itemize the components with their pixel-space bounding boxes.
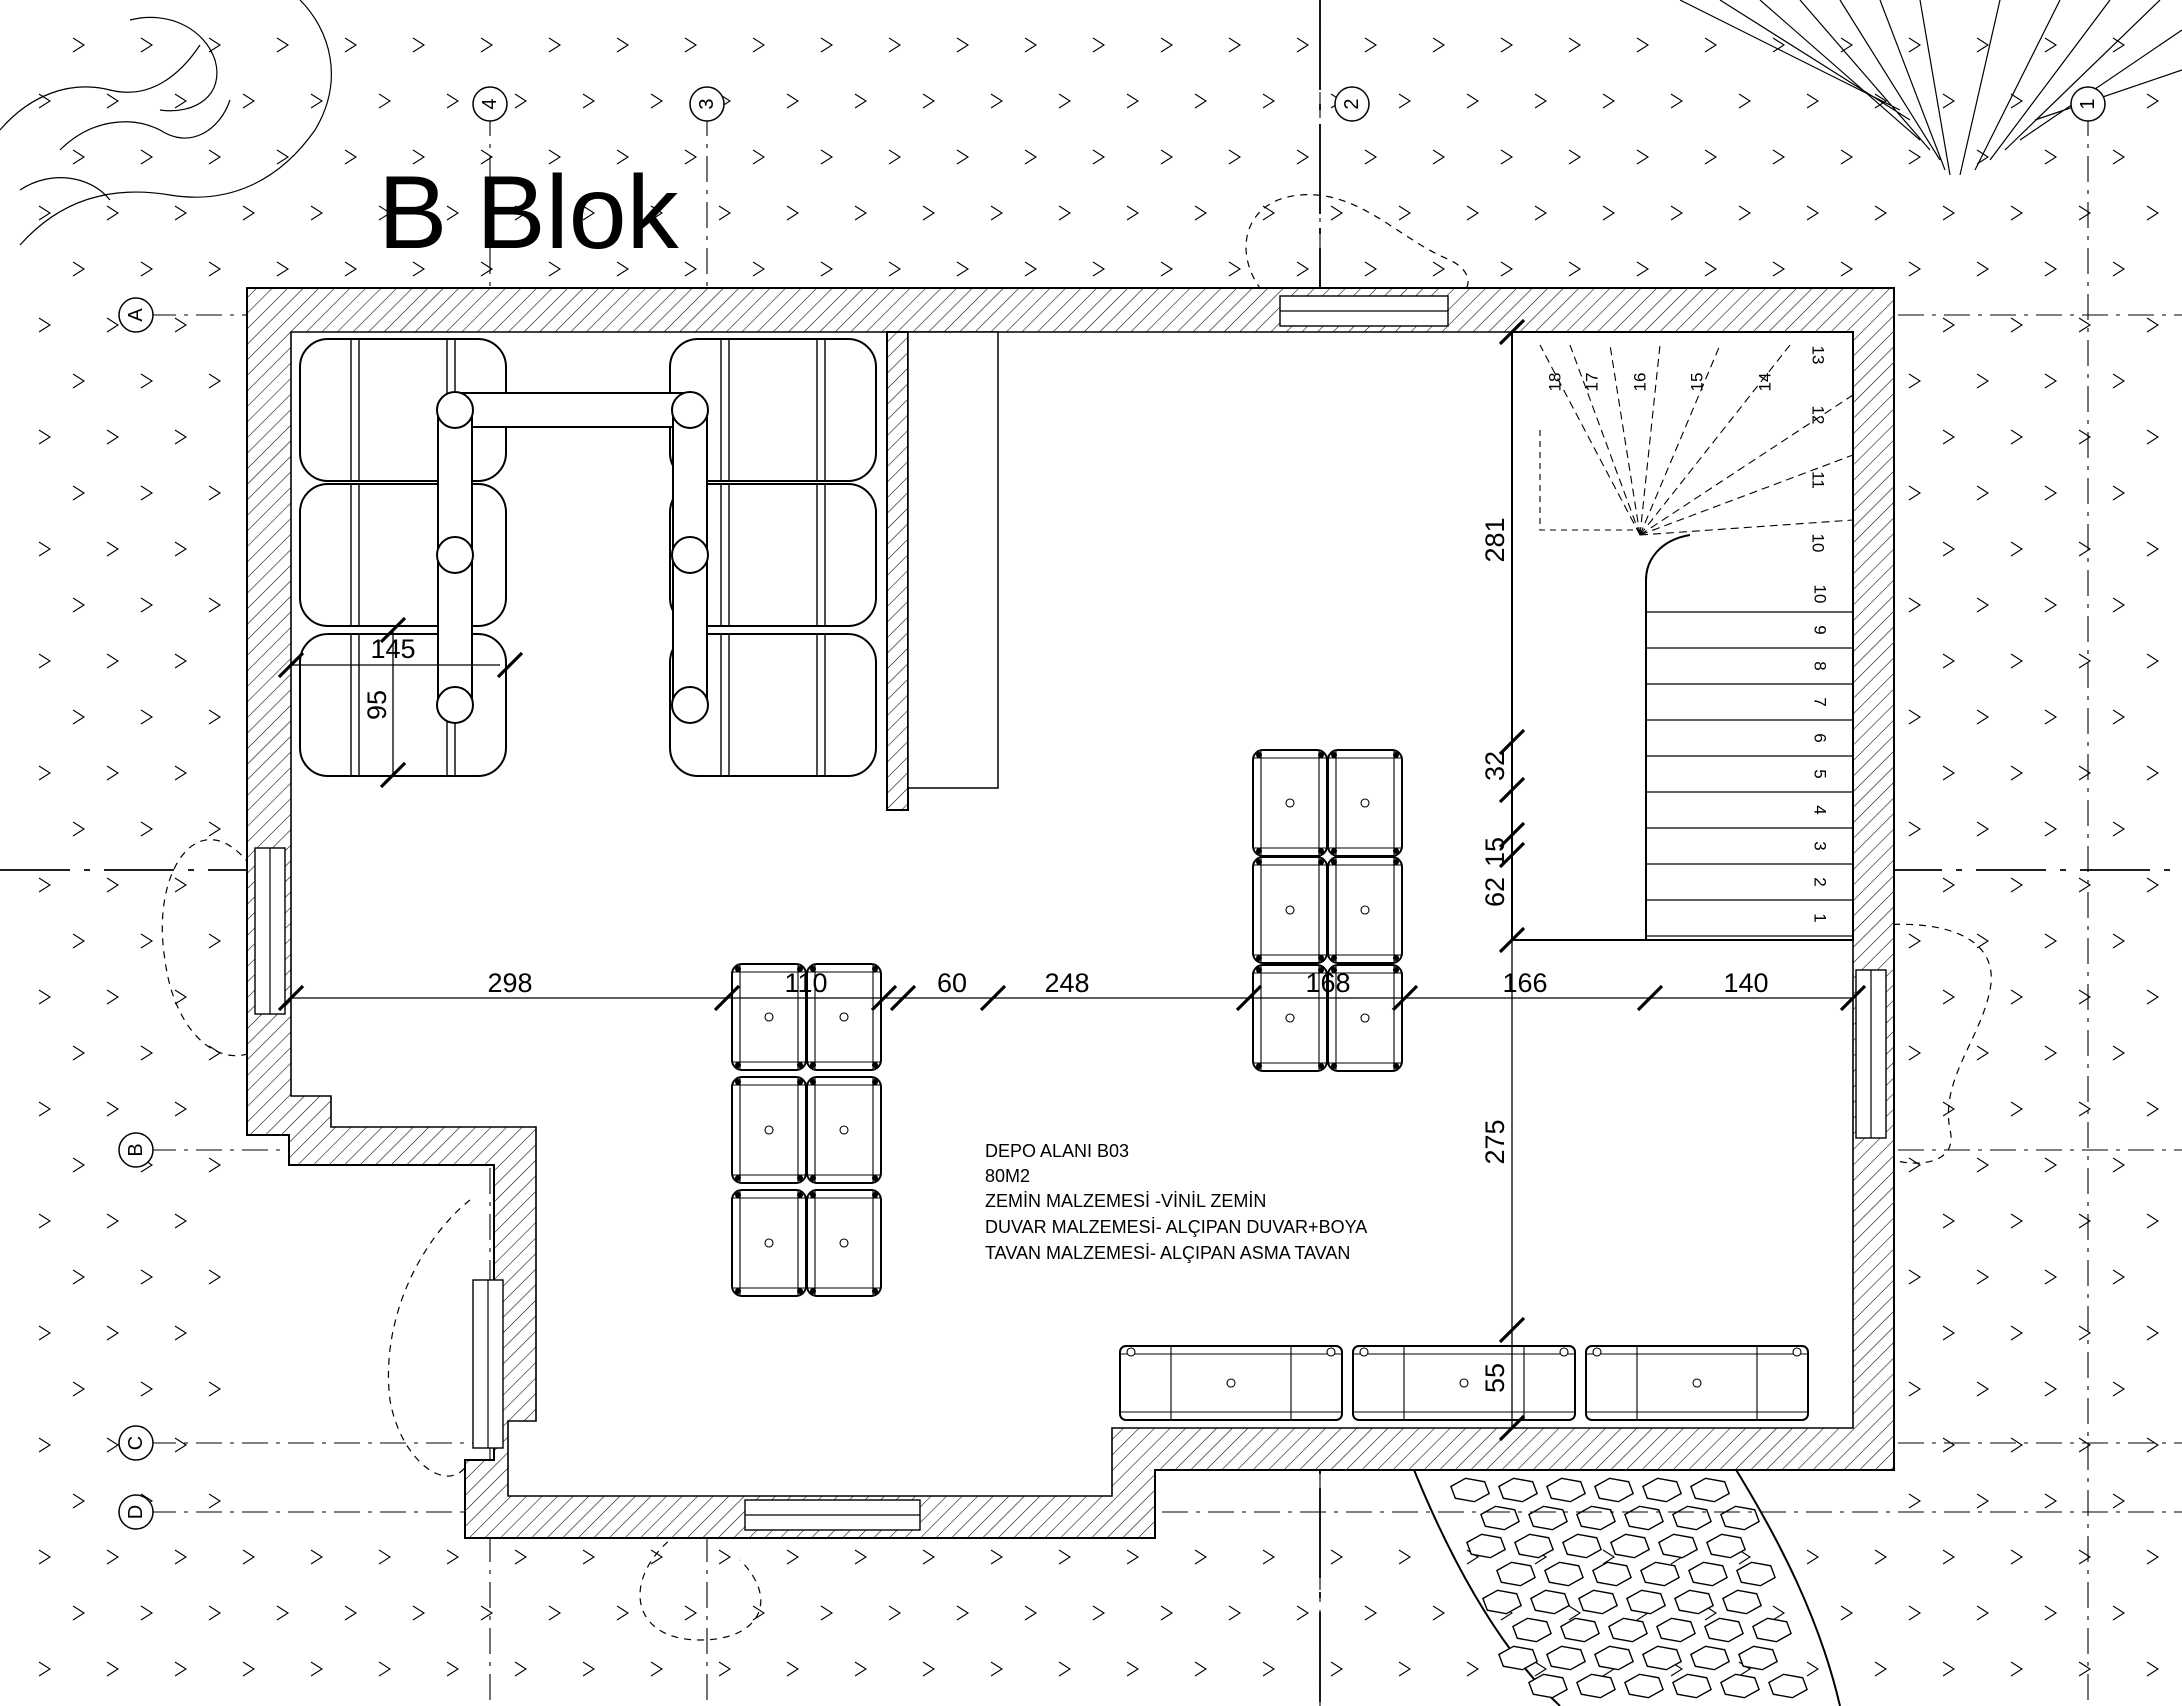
- stone-path: [1409, 1459, 1841, 1706]
- grid-bubble-1: 1: [2070, 86, 2106, 122]
- stair-step-number: 15: [1688, 373, 1707, 392]
- stair-step-number: 17: [1583, 373, 1602, 392]
- grid-bubble-A: A: [118, 297, 154, 333]
- meeting-chair: [669, 483, 877, 627]
- grid-label-3: 3: [696, 98, 718, 109]
- grid-bubble-4: 4: [472, 86, 508, 122]
- stacked-chair: [1327, 749, 1403, 857]
- dim-110: 110: [784, 968, 827, 998]
- stair-step-number: 7: [1811, 697, 1830, 706]
- stair-step-number: 10: [1811, 585, 1830, 604]
- stair-step-number: 4: [1811, 805, 1830, 814]
- planting-outlines: [161, 194, 1992, 1641]
- stair-step-number: 13: [1809, 346, 1828, 365]
- stacked-chair: [1585, 1345, 1809, 1421]
- grid-bubble-3: 3: [689, 86, 725, 122]
- grid-label-A: A: [125, 308, 147, 322]
- dim-32: 32: [1480, 751, 1510, 781]
- landscape-tree: [1679, 0, 2182, 176]
- meeting-table-group: [299, 338, 877, 777]
- meeting-chair: [669, 633, 877, 777]
- stair-step-number: 8: [1811, 661, 1830, 670]
- dim-15: 15: [1480, 837, 1510, 867]
- stair-step-number: 1: [1811, 913, 1830, 922]
- room-area: 80M2: [985, 1166, 1030, 1186]
- stair-step-number: 11: [1809, 471, 1828, 489]
- grid-label-C: C: [125, 1436, 147, 1450]
- floor-material: ZEMİN MALZEMESİ -VİNİL ZEMİN: [985, 1191, 1266, 1211]
- dim-166: 166: [1502, 968, 1547, 998]
- stacked-chair: [731, 1076, 807, 1184]
- room-note: DEPO ALANI B03 80M2 ZEMİN MALZEMESİ -VİN…: [985, 1141, 1367, 1263]
- grid-label-2: 2: [1341, 98, 1363, 109]
- stacked-chair: [1252, 749, 1328, 857]
- dim-95: 95: [362, 690, 392, 720]
- dimension-lines: [277, 318, 1867, 1442]
- stair-step-number: 18: [1546, 373, 1565, 392]
- stair-step-number: 9: [1811, 625, 1830, 634]
- stair-step-number: 16: [1631, 373, 1650, 392]
- meeting-chair: [299, 483, 507, 627]
- grid-label-1: 1: [2077, 98, 2099, 109]
- grid-bubble-2: 2: [1334, 86, 1370, 122]
- stair-step-number: 3: [1811, 841, 1830, 850]
- room-name: DEPO ALANI B03: [985, 1141, 1129, 1161]
- stacked-chair: [1119, 1345, 1343, 1421]
- stair-step-number: 10: [1809, 534, 1828, 553]
- dim-55: 55: [1480, 1363, 1510, 1393]
- storage-shelf: [907, 331, 999, 789]
- landscape-bush: [0, 0, 332, 246]
- stair-step-number: 2: [1811, 877, 1830, 886]
- dim-62: 62: [1480, 877, 1510, 907]
- grid-label-4: 4: [479, 98, 501, 109]
- plan-title: B Blok: [378, 155, 680, 271]
- stair-step-number: 5: [1811, 769, 1830, 778]
- dim-60: 60: [937, 968, 967, 998]
- dim-275: 275: [1480, 1119, 1510, 1164]
- stacked-chair: [731, 1189, 807, 1297]
- dim-145: 145: [370, 634, 415, 664]
- stair-step-number: 6: [1811, 733, 1830, 742]
- windows: [254, 295, 1887, 1531]
- stair-step-number: 12: [1809, 406, 1828, 425]
- stacked-chair: [806, 1189, 882, 1297]
- ceiling-material: TAVAN MALZEMESİ- ALÇIPAN ASMA TAVAN: [985, 1243, 1350, 1263]
- grid-label-B: B: [125, 1143, 147, 1156]
- grid-bubble-D: D: [118, 1494, 154, 1530]
- stair-step-number: 14: [1756, 373, 1775, 392]
- dim-248: 248: [1044, 968, 1089, 998]
- dim-281: 281: [1480, 517, 1510, 562]
- stacked-chair: [806, 1076, 882, 1184]
- grid-bubble-B: B: [118, 1132, 154, 1168]
- stacked-chair: [1352, 1345, 1576, 1421]
- dim-168: 168: [1305, 968, 1350, 998]
- grid-label-D: D: [125, 1505, 147, 1519]
- dim-140: 140: [1723, 968, 1768, 998]
- stacked-chair: [1327, 856, 1403, 964]
- wall-material: DUVAR MALZEMESİ- ALÇIPAN DUVAR+BOYA: [985, 1217, 1367, 1237]
- grid-bubble-C: C: [118, 1425, 154, 1461]
- dim-298: 298: [487, 968, 532, 998]
- partition-wall: [886, 331, 909, 811]
- stacked-chair: [1252, 856, 1328, 964]
- dimension-labels: 298 110 60 248 168 166 140 281 32 15 62 …: [362, 517, 1769, 1393]
